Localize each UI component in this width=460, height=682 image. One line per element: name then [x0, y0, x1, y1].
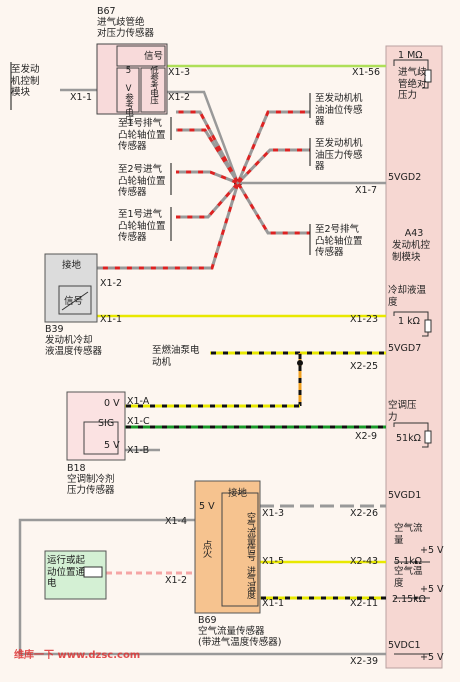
label-fuel-pump: 至燃油泵电动机: [152, 345, 200, 368]
b39-pin-x1-2: X1-2: [100, 278, 123, 289]
v5-vdc1: +5 V: [420, 652, 444, 663]
b69-code: B69: [198, 615, 217, 626]
b67-code: B67: [97, 6, 116, 17]
b18-name-1: 空调制冷剂: [67, 474, 115, 485]
ecm-resistors: [393, 59, 430, 655]
b69-ignition: 点火: [200, 540, 212, 557]
label-intake-cam2: 至2号进气凸轮轴位置传感器: [118, 164, 166, 198]
b69-ground: 接地: [228, 488, 248, 499]
b69-pin-x1-2: X1-2: [165, 575, 188, 586]
label-exhaust-cam2: 至2号排气凸轮轴位置传感器: [315, 224, 363, 258]
b67-pin-signal: 信号: [144, 51, 164, 62]
pin-x1-7: X1-7: [355, 185, 378, 196]
b69-name-2: (带进气温度传感器): [198, 637, 282, 648]
b69-sensor-box: [194, 480, 261, 614]
b18-sensor-box: [66, 391, 126, 461]
pin-x2-26: X2-26: [350, 508, 379, 519]
res-1m: 1 MΩ: [398, 50, 423, 61]
b69-intake-temp: 进气温度: [245, 566, 255, 598]
ac-label: 空调压力: [388, 400, 417, 423]
label-5vgd7: 5VGD7: [388, 343, 422, 354]
b69-pin-x1-1: X1-1: [262, 598, 285, 609]
b18-pin-x1-b: X1-B: [127, 445, 150, 456]
b39-signal: 信号: [64, 296, 84, 307]
b18-pin-x1-a: X1-A: [127, 396, 150, 407]
ecm-module-panel: [385, 45, 443, 669]
b18-pin-x1-c: X1-C: [127, 416, 150, 427]
b39-sensor-box: [44, 253, 98, 323]
splice-branches: [97, 110, 310, 270]
res-1k: 1 kΩ: [398, 316, 420, 327]
b67-pin-x1-2: X1-2: [168, 92, 191, 103]
switch-symbol: [83, 566, 103, 578]
b39-pin-x1-1: X1-1: [100, 314, 123, 325]
b39-name-1: 发动机冷却: [45, 335, 93, 346]
b69-name-1: 空气流量传感器: [198, 626, 265, 637]
ecm-code: A43: [404, 228, 424, 239]
b67-pin-5v: 5 V参考电压: [123, 66, 134, 123]
b39-name-2: 液温度传感器: [45, 346, 103, 357]
b18-sig: SIG: [98, 418, 115, 429]
pin-x2-43: X2-43: [350, 556, 379, 567]
b69-pin-x1-3: X1-3: [262, 508, 285, 519]
fuel-splice: [297, 360, 303, 366]
label-brackets: [10, 62, 311, 255]
pin-x1-56: X1-56: [352, 67, 381, 78]
label-intake-cam1: 至1号进气凸轮轴位置传感器: [118, 209, 166, 243]
v5-iat: +5 V: [420, 584, 444, 595]
b67-sensor-box: [96, 43, 168, 115]
b69-pin-x1-5: X1-5: [262, 556, 285, 567]
res-51k: 51kΩ: [396, 433, 421, 444]
b69-maf-signal: 空气流量信号: [245, 512, 255, 560]
res-2k15: 2.15kΩ: [392, 594, 426, 605]
label-to-ecm: 至发动机控制模块: [11, 64, 40, 98]
label-5vgd2: 5VGD2: [388, 172, 422, 183]
b18-code: B18: [67, 463, 86, 474]
b18-name-2: 压力传感器: [67, 485, 115, 496]
pin-x2-39: X2-39: [350, 656, 379, 667]
b69-5v: 5 V: [199, 501, 215, 512]
label-oil-level: 至发动机机油油位传感器: [315, 93, 363, 127]
res-5k1: 5.1kΩ: [394, 556, 422, 567]
pin-x2-9: X2-9: [355, 431, 378, 442]
b18-5v: 5 V: [104, 440, 120, 451]
wire-b67-lowref: [167, 90, 240, 184]
label-exhaust-cam1: 至1号排气凸轮轴位置传感器: [118, 118, 166, 152]
maf-label: 空气流量: [394, 523, 423, 546]
coolant-label: 冷却液温度: [388, 285, 427, 308]
b67-pin-x1-3: X1-3: [168, 67, 191, 78]
watermark: 维库一下 www.dzsc.com: [14, 650, 141, 661]
b69-pin-x1-4: X1-4: [165, 516, 188, 527]
label-5vgd1: 5VGD1: [388, 490, 422, 501]
b18-0v: 0 V: [104, 398, 120, 409]
pin-x1-23: X1-23: [350, 314, 379, 325]
label-5vdc1: 5VDC1: [388, 640, 421, 651]
map-label: 进气歧管绝对压力: [398, 67, 427, 101]
pin-x2-11: X2-11: [350, 598, 379, 609]
pin-x2-25: X2-25: [350, 361, 379, 372]
b67-name-2: 对压力传感器: [97, 28, 155, 39]
iat-label: 空气温度: [394, 566, 423, 589]
ecm-name: 发动机控制模块: [392, 240, 431, 263]
b39-code: B39: [45, 324, 64, 335]
b67-pin-lowref: 低参考电压: [148, 66, 159, 104]
v5-maf: +5 V: [420, 545, 444, 556]
b67-pin-x1-1: X1-1: [70, 92, 93, 103]
b67-name-1: 进气歧管绝: [97, 17, 145, 28]
b39-ground: 接地: [62, 260, 82, 271]
label-run-crank: 运行或起动位置通电: [47, 555, 86, 589]
label-oil-press: 至发动机机油压力传感器: [315, 138, 363, 172]
wire-5vdc1: [18, 518, 386, 656]
thermistor-symbol: [61, 291, 89, 311]
